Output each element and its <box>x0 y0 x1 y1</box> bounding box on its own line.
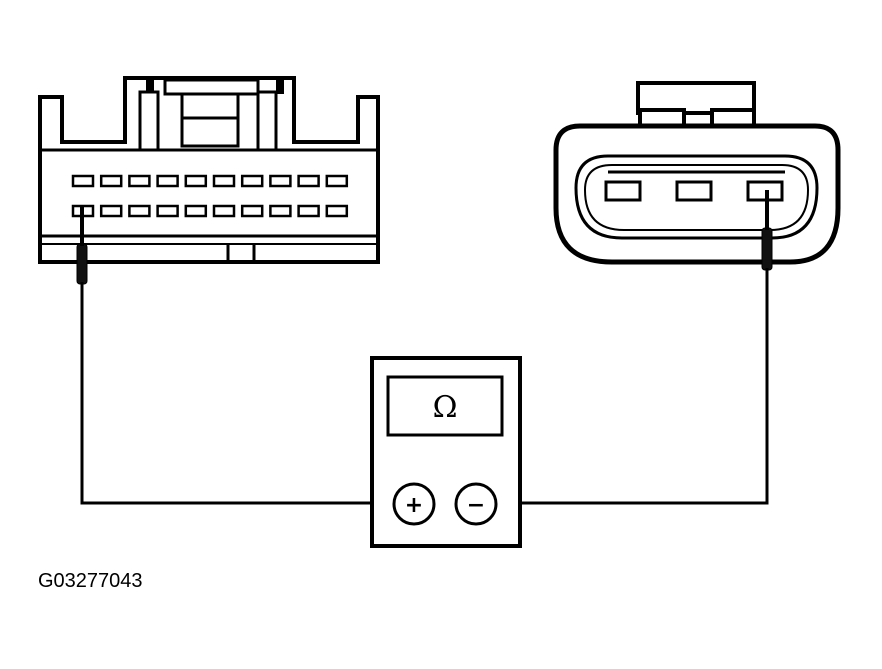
pin-cavity <box>156 204 179 218</box>
left-connector <box>38 76 380 264</box>
figure-id: G03277043 <box>38 570 143 592</box>
pin-cavity <box>240 204 264 218</box>
pin-cavity <box>71 174 95 188</box>
pin-cavity <box>325 174 349 188</box>
positive-lead-wire <box>80 282 392 505</box>
pin-cavity <box>212 204 236 218</box>
pin-cavity <box>212 174 236 188</box>
negative-lead-wire <box>498 268 769 505</box>
pin-cavity <box>184 174 208 188</box>
pin-cavity <box>297 204 320 218</box>
pin-cavity <box>675 180 713 202</box>
pin-cavity <box>240 174 264 188</box>
pin-cavity <box>184 204 208 218</box>
right-connector <box>553 81 841 265</box>
ohm-symbol: Ω <box>433 390 458 425</box>
pin-cavity <box>99 174 123 188</box>
pin-cavity <box>99 204 123 218</box>
pin-cavity <box>128 204 151 218</box>
plus-icon: + <box>405 493 423 518</box>
pin-cavity <box>156 174 179 188</box>
ohmmeter: Ω + − <box>370 356 522 548</box>
pin-cavity <box>297 174 320 188</box>
pin-cavity <box>325 204 349 218</box>
pin-cavity <box>604 180 642 202</box>
minus-icon: − <box>467 493 485 518</box>
right-connector-pins <box>604 180 784 202</box>
pin-cavity <box>128 174 151 188</box>
meter-display <box>386 375 504 437</box>
negative-terminal: − <box>454 482 498 526</box>
pin-cavity <box>269 204 292 218</box>
positive-terminal: + <box>392 482 436 526</box>
pin-cavity <box>269 174 292 188</box>
